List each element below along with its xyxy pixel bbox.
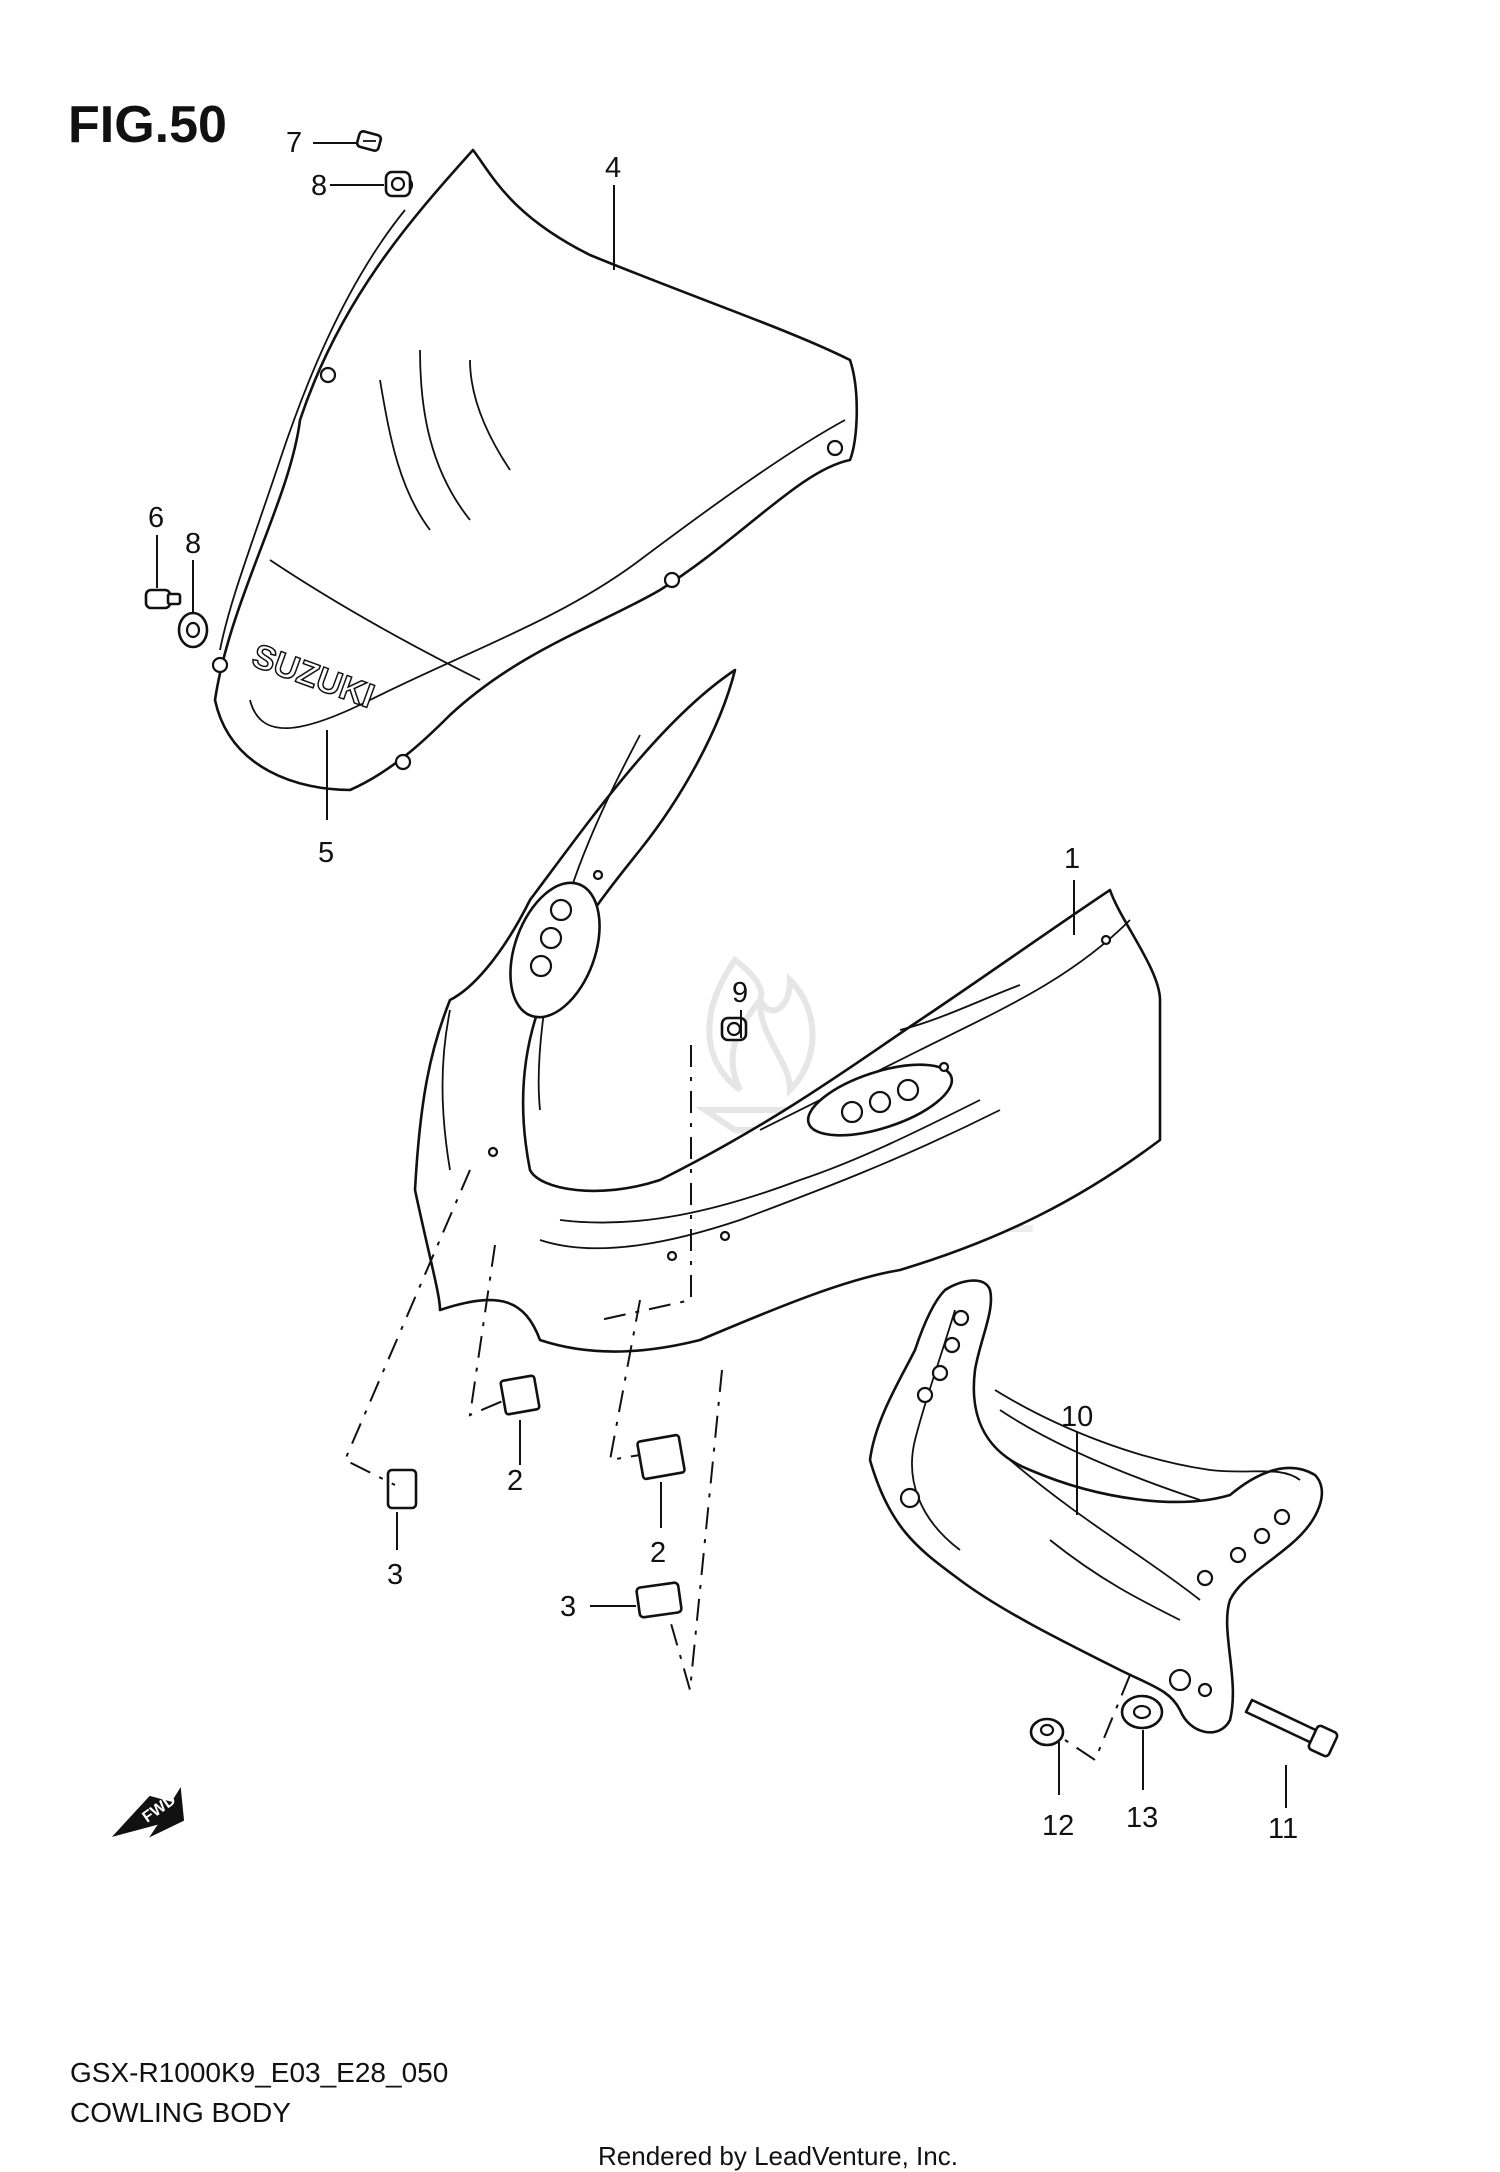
figure-title: FIG.50 xyxy=(68,96,227,154)
callout-6: 6 xyxy=(148,502,164,534)
cushion-3-right[interactable] xyxy=(635,1581,683,1619)
callout-2: 2 xyxy=(650,1537,666,1569)
cowling-bracket-part[interactable] xyxy=(868,1279,1324,1734)
callout-3: 3 xyxy=(387,1559,403,1591)
cushion-2-right[interactable] xyxy=(636,1433,686,1481)
callout-8: 8 xyxy=(185,528,201,560)
cushion-3-left[interactable] xyxy=(386,1468,418,1510)
windscreen-part[interactable]: SUZUKI xyxy=(211,148,859,792)
callout-13: 13 xyxy=(1126,1802,1158,1834)
cowling-body-part[interactable] xyxy=(413,668,1162,1353)
callout-12: 12 xyxy=(1042,1810,1074,1842)
fwd-arrow: FWD xyxy=(111,1786,185,1838)
fastener-screw-6[interactable] xyxy=(144,588,182,610)
mount-hole xyxy=(319,366,337,384)
callout-5: 5 xyxy=(318,837,334,869)
fastener-nut-9[interactable] xyxy=(720,1016,748,1042)
callout-11: 11 xyxy=(1268,1813,1298,1845)
fastener-nut-8-upper[interactable] xyxy=(384,170,412,198)
callout-3: 3 xyxy=(560,1591,576,1623)
model-code: GSX-R1000K9_E03_E28_050 xyxy=(70,2057,448,2088)
section-name: COWLING BODY xyxy=(70,2097,291,2128)
mount-hole xyxy=(826,439,844,457)
callout-4: 4 xyxy=(605,152,621,184)
bolt-11[interactable] xyxy=(1244,1698,1339,1758)
fastener-nut-8-lower[interactable] xyxy=(177,611,209,649)
nut-12[interactable] xyxy=(1029,1717,1065,1747)
callout-8: 8 xyxy=(311,170,327,202)
callout-1: 1 xyxy=(1064,843,1080,875)
callout-9: 9 xyxy=(732,977,748,1009)
washer-13[interactable] xyxy=(1120,1694,1164,1730)
mount-hole xyxy=(394,753,412,771)
callout-7: 7 xyxy=(286,127,302,159)
fastener-screw-7[interactable] xyxy=(355,130,383,152)
mount-hole xyxy=(663,571,681,589)
render-credit: Rendered by LeadVenture, Inc. xyxy=(598,2141,958,2171)
callout-labels: 1 2 2 3 3 4 5 6 7 8 8 9 10 11 12 13 xyxy=(148,127,1298,1845)
callout-10: 10 xyxy=(1061,1401,1093,1433)
cushion-2-left[interactable] xyxy=(499,1374,541,1416)
callout-2: 2 xyxy=(507,1465,523,1497)
mount-hole xyxy=(211,656,229,674)
leader-lines xyxy=(156,142,1287,1808)
assembly-lines xyxy=(343,1045,1131,1762)
